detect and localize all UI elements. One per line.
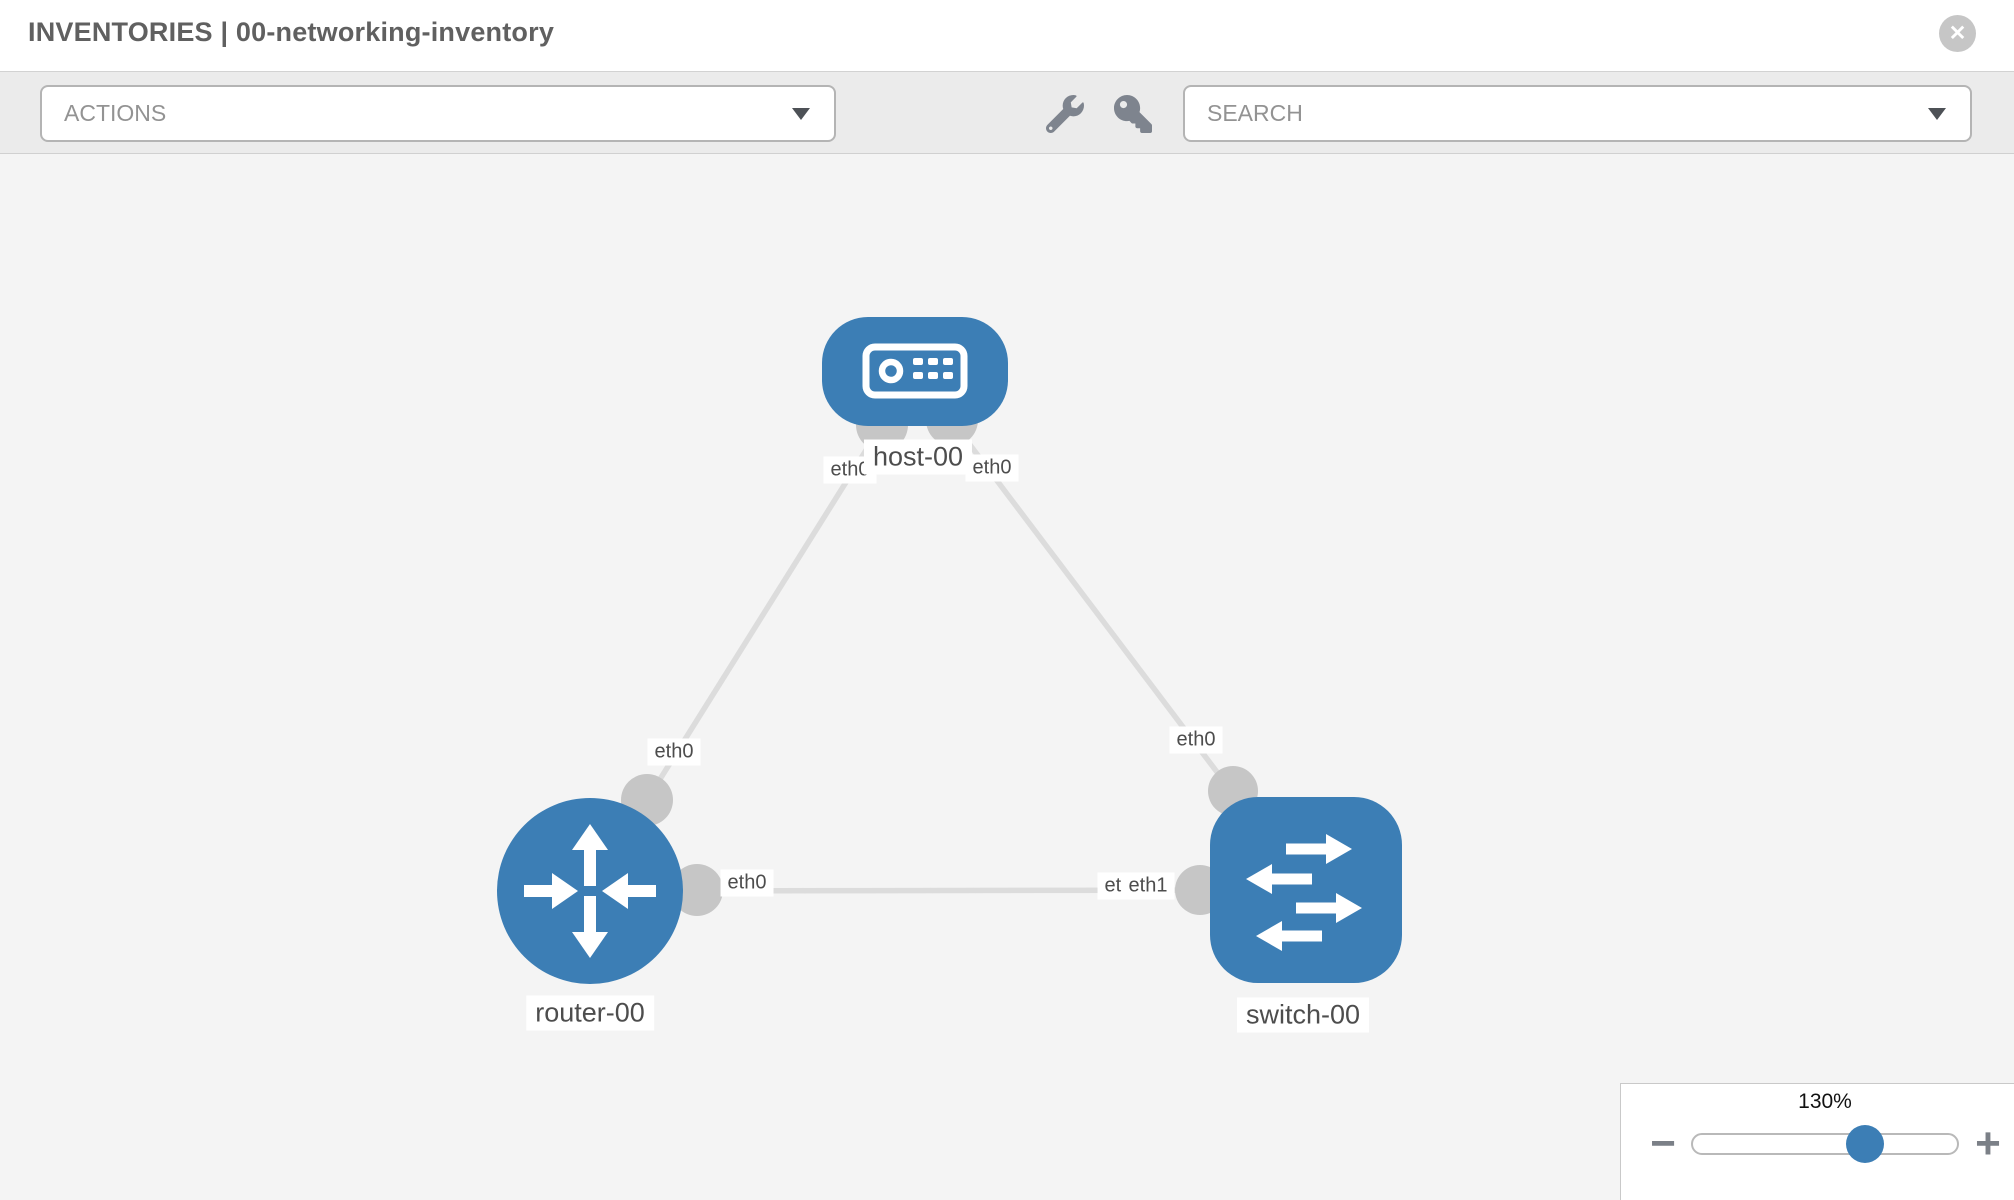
router-node[interactable] <box>497 798 683 984</box>
actions-dropdown-label: ACTIONS <box>64 100 167 126</box>
interface-label: eth1 <box>1121 872 1175 900</box>
node-label-switch: switch-00 <box>1236 997 1370 1033</box>
close-icon: ✕ <box>1948 22 1967 45</box>
node-label-host: host-00 <box>863 439 973 475</box>
interface-label: eth0 <box>647 738 701 766</box>
tools-button[interactable] <box>1043 92 1087 136</box>
zoom-slider-thumb[interactable] <box>1846 1125 1884 1163</box>
topology-canvas[interactable]: eth0 eth0 eth0 eth0 eth0 eth0 eth1 host-… <box>0 154 2014 1200</box>
wrench-icon <box>1045 95 1084 134</box>
node-label-router: router-00 <box>526 995 654 1031</box>
page-title: INVENTORIES | 00-networking-inventory <box>28 17 555 47</box>
key-icon <box>1114 95 1152 133</box>
topology-graph <box>497 317 1402 984</box>
interface-label: eth0 <box>1169 726 1223 754</box>
toolbar: ACTIONS SEARCH <box>0 72 2014 154</box>
chevron-down-icon <box>792 107 810 120</box>
host-node[interactable] <box>822 317 1008 426</box>
actions-dropdown[interactable]: ACTIONS <box>40 85 836 142</box>
zoom-slider-track[interactable] <box>1691 1133 1959 1155</box>
search-dropdown-label: SEARCH <box>1207 100 1303 126</box>
router-icon <box>524 824 656 958</box>
zoom-out-button[interactable]: − <box>1650 1119 1676 1168</box>
search-dropdown[interactable]: SEARCH <box>1183 85 1972 142</box>
switch-node[interactable] <box>1210 797 1402 983</box>
close-button[interactable]: ✕ <box>1939 15 1976 52</box>
interface-label: eth0 <box>720 869 774 897</box>
key-button[interactable] <box>1111 92 1155 136</box>
switch-icon <box>1246 834 1362 951</box>
interface-label: eth0 <box>965 454 1019 482</box>
interface-dot[interactable] <box>671 864 723 916</box>
zoom-control-panel: 130% − + <box>1620 1083 2014 1200</box>
host-icon <box>862 343 968 399</box>
zoom-in-button[interactable]: + <box>1975 1119 2001 1168</box>
zoom-level-readout: 130% <box>1798 1090 1852 1113</box>
header: INVENTORIES | 00-networking-inventory ✕ <box>0 0 2014 72</box>
chevron-down-icon <box>1928 107 1946 120</box>
